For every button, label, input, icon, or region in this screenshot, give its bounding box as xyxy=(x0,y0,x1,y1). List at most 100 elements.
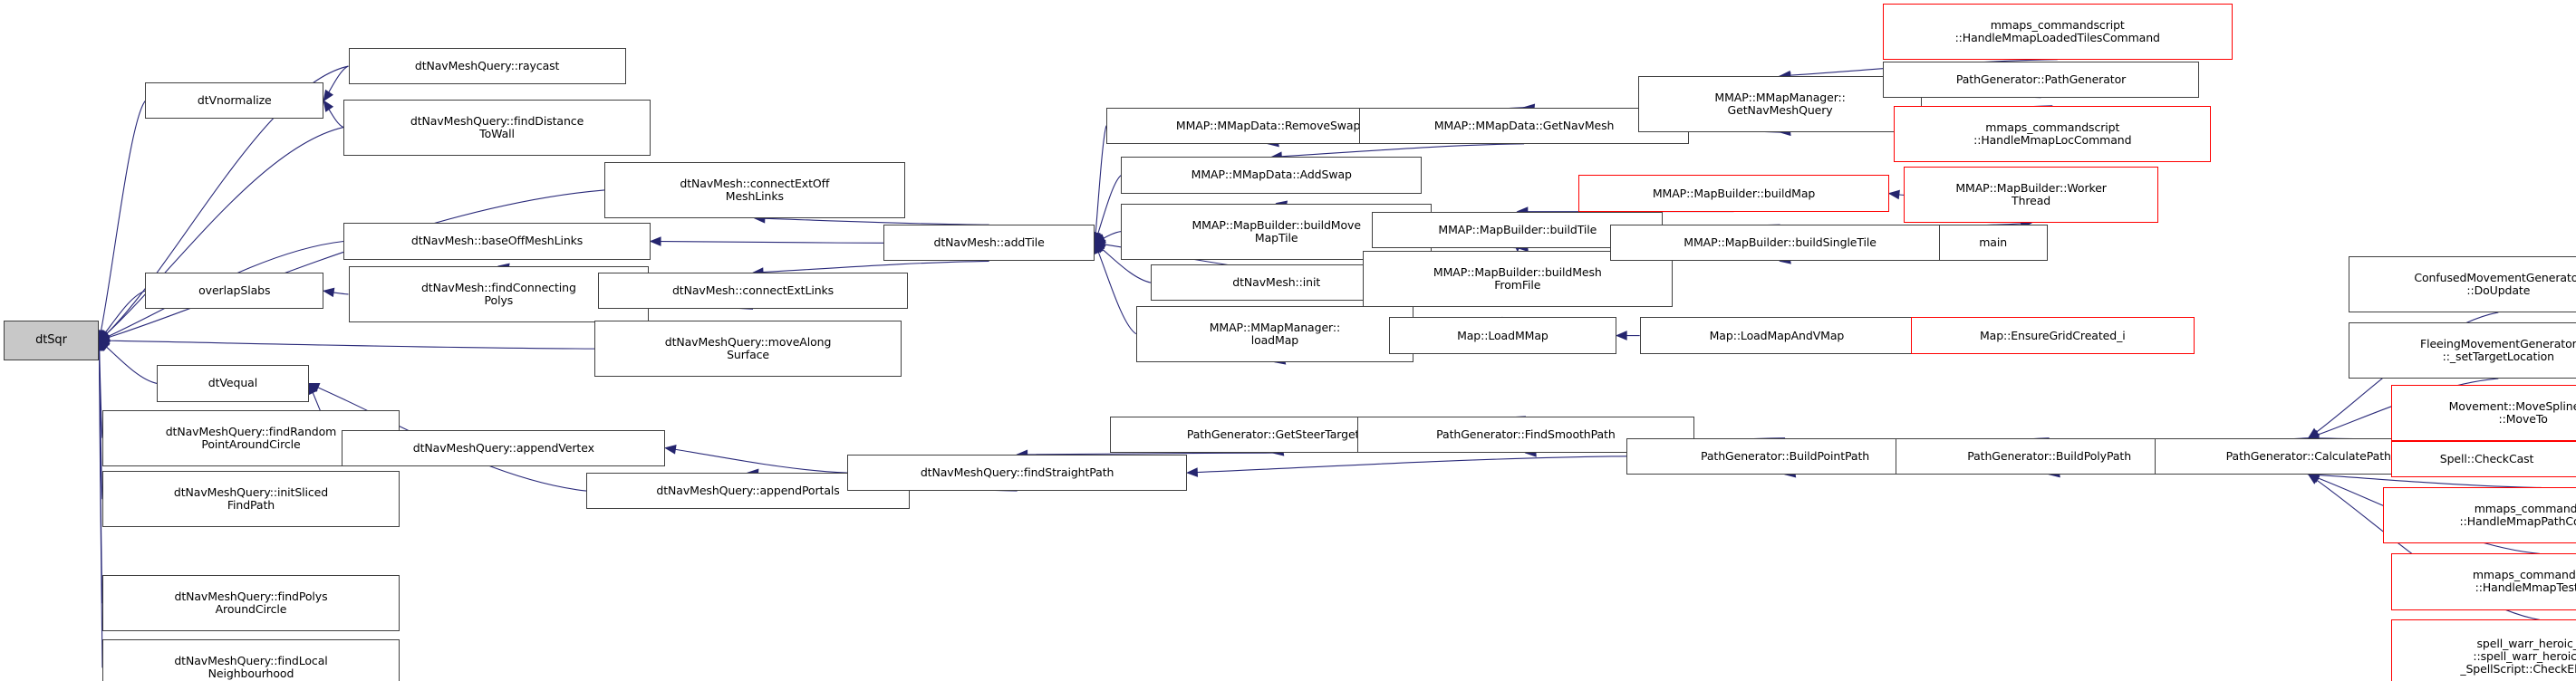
edge-arrowhead xyxy=(98,340,111,351)
edge-arrowhead xyxy=(1093,239,1106,250)
graph-node-buildSingleTile[interactable]: MMAP::MapBuilder::buildSingleTile xyxy=(1609,225,1951,262)
edge-findStraightPath-to-appendVertex xyxy=(665,447,847,474)
graph-node-label: dtNavMesh::init xyxy=(1232,275,1321,290)
graph-node-addSwap[interactable]: MMAP::MMapData::AddSwap xyxy=(1121,157,1423,194)
graph-node-label: dtNavMeshQuery::findStraightPath xyxy=(920,465,1114,479)
graph-node-initSlicedFindPath[interactable]: dtNavMeshQuery::initSliced FindPath xyxy=(101,471,400,528)
graph-node-label: MMAP::MapBuilder::buildTile xyxy=(1438,222,1597,236)
graph-node-label: dtNavMeshQuery::findRandom PointAroundCi… xyxy=(165,424,337,451)
graph-node-raycast[interactable]: dtNavMeshQuery::raycast xyxy=(348,47,626,85)
graph-node-dtVequal[interactable]: dtVequal xyxy=(157,365,309,402)
graph-node-label: MMAP::MapBuilder::buildMap xyxy=(1652,186,1816,200)
graph-node-label: PathGenerator::BuildPolyPath xyxy=(1967,448,2132,463)
edge-arrowhead xyxy=(98,329,110,341)
graph-node-getNavMeshQuery[interactable]: MMAP::MMapManager:: GetNavMeshQuery xyxy=(1637,75,1923,132)
graph-node-main[interactable]: main xyxy=(1938,225,2048,262)
graph-node-label: dtNavMesh::connectExtLinks xyxy=(671,283,835,298)
edge-arrowhead xyxy=(307,382,321,392)
edge-overlapSlabs-to-dtSqr xyxy=(98,290,146,341)
graph-node-dtVnormalize[interactable]: dtVnormalize xyxy=(145,82,324,120)
graph-node-label: dtVequal xyxy=(207,376,258,390)
graph-node-label: MMAP::MMapData::RemoveSwap xyxy=(1175,118,1361,132)
graph-node-confusedMovement[interactable]: ConfusedMovementGenerator ::DoUpdate xyxy=(2348,255,2576,312)
graph-node-label: overlapSlabs xyxy=(198,283,271,298)
edge-arrowhead xyxy=(98,331,111,341)
graph-node-label: ConfusedMovementGenerator ::DoUpdate xyxy=(2414,270,2576,297)
edge-findConnectingPolys-to-overlapSlabs xyxy=(323,290,349,295)
graph-node-appendVertex[interactable]: dtNavMeshQuery::appendVertex xyxy=(342,429,666,466)
edge-getNavMesh-to-addSwap xyxy=(1271,143,1525,158)
graph-node-label: dtNavMesh::baseOffMeshLinks xyxy=(410,234,584,248)
graph-node-findLocalNeighbourhood[interactable]: dtNavMeshQuery::findLocal Neighbourhood xyxy=(101,639,400,681)
graph-node-handleMmapLocCommand[interactable]: mmaps_commandscript ::HandleMmapLocComma… xyxy=(1894,105,2212,162)
graph-node-label: mmaps_commandscript ::HandleMmapLoadedTi… xyxy=(1954,17,2160,44)
graph-node-moveSplineInit[interactable]: Movement::MoveSplineInit ::MoveTo xyxy=(2390,385,2576,442)
graph-node-label: MMAP::MapBuilder::buildSingleTile xyxy=(1684,235,1877,250)
edge-removeSwap-to-addTile xyxy=(1094,125,1107,244)
graph-node-label: dtNavMeshQuery::appendPortals xyxy=(656,484,840,498)
graph-node-label: MMAP::MapBuilder::Worker Thread xyxy=(1955,181,2107,208)
edge-arrowhead xyxy=(2307,474,2320,484)
graph-node-label: dtNavMeshQuery::appendVertex xyxy=(412,440,594,455)
graph-node-getNavMesh[interactable]: MMAP::MMapData::GetNavMesh xyxy=(1358,107,1690,144)
graph-node-label: dtVnormalize xyxy=(197,93,272,108)
edge-workerThread-to-buildMap xyxy=(1888,193,1905,196)
graph-node-label: MMAP::MapBuilder::buildMesh FromFile xyxy=(1433,265,1602,293)
graph-node-fleeingMovement[interactable]: FleeingMovementGenerator ::_setTargetLoc… xyxy=(2348,321,2576,379)
graph-node-label: dtNavMeshQuery::raycast xyxy=(414,58,560,72)
graph-node-label: PathGenerator::PathGenerator xyxy=(1955,72,2127,86)
edge-arrowhead xyxy=(1094,234,1106,244)
graph-node-workerThread[interactable]: MMAP::MapBuilder::Worker Thread xyxy=(1904,167,2158,224)
graph-node-label: dtNavMeshQuery::findPolys AroundCircle xyxy=(174,590,328,617)
graph-node-label: Spell::CheckCast xyxy=(2439,452,2534,466)
graph-node-label: PathGenerator::FindSmoothPath xyxy=(1436,427,1616,442)
edge-arrowhead xyxy=(649,236,661,246)
graph-node-loadMap[interactable]: MMAP::MMapManager:: loadMap xyxy=(1135,305,1413,362)
graph-node-moveAlongSurface[interactable]: dtNavMeshQuery::moveAlong Surface xyxy=(594,321,902,378)
graph-node-buildMap[interactable]: MMAP::MapBuilder::buildMap xyxy=(1578,175,1889,212)
graph-node-addTile[interactable]: dtNavMesh::addTile xyxy=(883,225,1095,262)
graph-node-buildPointPath[interactable]: PathGenerator::BuildPointPath xyxy=(1626,437,1944,475)
edge-arrowhead xyxy=(1186,467,1199,477)
graph-node-loadMMap[interactable]: Map::LoadMMap xyxy=(1388,317,1617,354)
graph-node-dtSqr[interactable]: dtSqr xyxy=(3,321,100,360)
edge-moveAlongSurface-to-dtSqr xyxy=(99,340,595,350)
graph-node-findPolysAroundCircle[interactable]: dtNavMeshQuery::findPolys AroundCircle xyxy=(101,575,400,632)
graph-node-baseOffMeshLinks[interactable]: dtNavMesh::baseOffMeshLinks xyxy=(343,223,651,260)
edge-arrowhead xyxy=(1615,331,1627,340)
edge-addTile-to-connectExtOffMeshLinks xyxy=(754,217,989,225)
edge-dtVequal-to-dtSqr xyxy=(99,340,158,384)
graph-node-findStraightPath[interactable]: dtNavMeshQuery::findStraightPath xyxy=(846,454,1188,492)
graph-node-findSmoothPath[interactable]: PathGenerator::FindSmoothPath xyxy=(1357,416,1694,454)
graph-node-heroicLeap[interactable]: spell_warr_heroic_leap ::spell_warr_hero… xyxy=(2390,619,2576,681)
edge-arrowhead xyxy=(2307,427,2320,439)
graph-node-pathGeneratorCtor[interactable]: PathGenerator::PathGenerator xyxy=(1882,61,2200,98)
graph-node-handleMmapTestArea[interactable]: mmaps_commandscript ::HandleMmapTestArea xyxy=(2390,553,2576,610)
edge-findDistanceToWall-to-dtVnormalize xyxy=(323,101,344,129)
graph-node-buildPolyPath[interactable]: PathGenerator::BuildPolyPath xyxy=(1896,437,2204,475)
edge-arrowhead xyxy=(2307,473,2320,483)
graph-node-ensureGridCreated_i[interactable]: Map::EnsureGridCreated_i xyxy=(1910,317,2195,354)
graph-node-label: Movement::MoveSplineInit ::MoveTo xyxy=(2448,399,2576,427)
graph-node-label: Map::LoadMapAndVMap xyxy=(1709,328,1845,342)
graph-node-label: MMAP::MMapManager:: GetNavMeshQuery xyxy=(1714,90,1846,117)
graph-node-label: spell_warr_heroic_leap ::spell_warr_hero… xyxy=(2460,636,2576,676)
edge-buildPointPath-to-findStraightPath xyxy=(1187,456,1627,474)
edge-arrowhead xyxy=(1094,231,1104,245)
graph-node-handleMmapLoadedTilesCommand[interactable]: mmaps_commandscript ::HandleMmapLoadedTi… xyxy=(1882,3,2233,60)
edge-addTile-to-connectExtLinks xyxy=(753,260,989,273)
edge-raycast-to-dtVnormalize xyxy=(323,65,349,101)
edge-addTile-to-baseOffMeshLinks xyxy=(651,240,884,244)
graph-node-label: dtNavMeshQuery::findLocal Neighbourhood xyxy=(174,654,328,681)
graph-node-handleMmapPathCommand[interactable]: mmaps_commandscript ::HandleMmapPathComm… xyxy=(2382,487,2576,544)
graph-node-connectExtLinks[interactable]: dtNavMesh::connectExtLinks xyxy=(597,273,909,310)
graph-node-label: main xyxy=(1979,235,2008,250)
graph-node-loadMapAndVMap[interactable]: Map::LoadMapAndVMap xyxy=(1639,317,1915,354)
graph-node-spellCheckCast[interactable]: Spell::CheckCast xyxy=(2390,441,2576,478)
graph-node-findDistanceToWall[interactable]: dtNavMeshQuery::findDistance ToWall xyxy=(343,99,651,156)
graph-node-label: PathGenerator::GetSteerTarget xyxy=(1186,427,1360,442)
edge-arrowhead xyxy=(323,100,334,112)
graph-node-overlapSlabs[interactable]: overlapSlabs xyxy=(145,273,324,310)
graph-node-connectExtOffMeshLinks[interactable]: dtNavMesh::connectExtOff MeshLinks xyxy=(604,161,905,218)
